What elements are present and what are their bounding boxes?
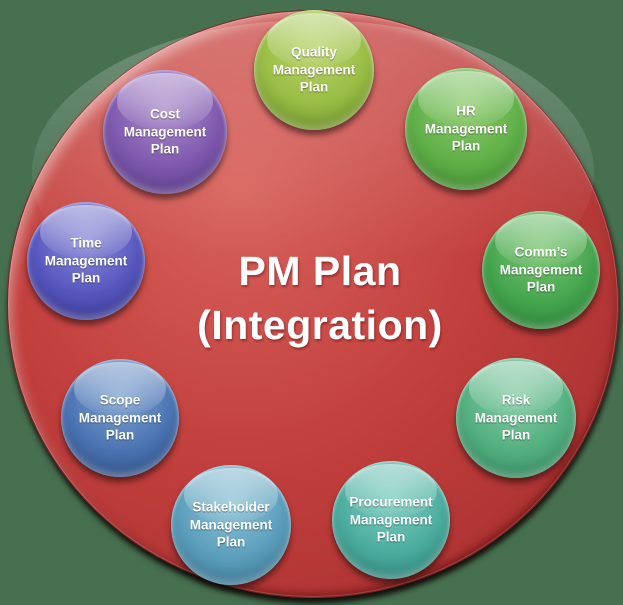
satellite-label: Quality Management Plan [272, 44, 356, 95]
satellite-time-management-plan: Time Management Plan [27, 202, 145, 320]
satellite-label: Risk Management Plan [474, 392, 558, 443]
satellite-scope-management-plan: Scope Management Plan [61, 359, 179, 477]
satellite-quality-management-plan: Quality Management Plan [254, 10, 374, 130]
satellite-hr-management-plan: HR Management Plan [405, 68, 527, 190]
satellite-label: Comm’s Management Plan [499, 244, 583, 295]
satellite-stakeholder-management-plan: Stakeholder Management Plan [171, 465, 291, 585]
satellite-procurement-management-plan: Procurement Management Plan [332, 461, 450, 579]
hub-title-line1: PM Plan [238, 247, 402, 294]
hub-title-line2: (Integration) [197, 302, 443, 348]
satellite-label: Cost Management Plan [123, 106, 207, 157]
satellite-risk-management-plan: Risk Management Plan [456, 358, 576, 478]
satellite-label: Stakeholder Management Plan [189, 499, 273, 550]
satellite-cost-management-plan: Cost Management Plan [103, 70, 227, 194]
satellite-label: HR Management Plan [424, 103, 508, 154]
hub-title: PM Plan (Integration) [197, 244, 443, 352]
satellite-comms-management-plan: Comm’s Management Plan [482, 211, 600, 329]
satellite-label: Time Management Plan [44, 235, 128, 286]
satellite-label: Scope Management Plan [78, 392, 162, 443]
satellite-label: Procurement Management Plan [349, 494, 433, 545]
